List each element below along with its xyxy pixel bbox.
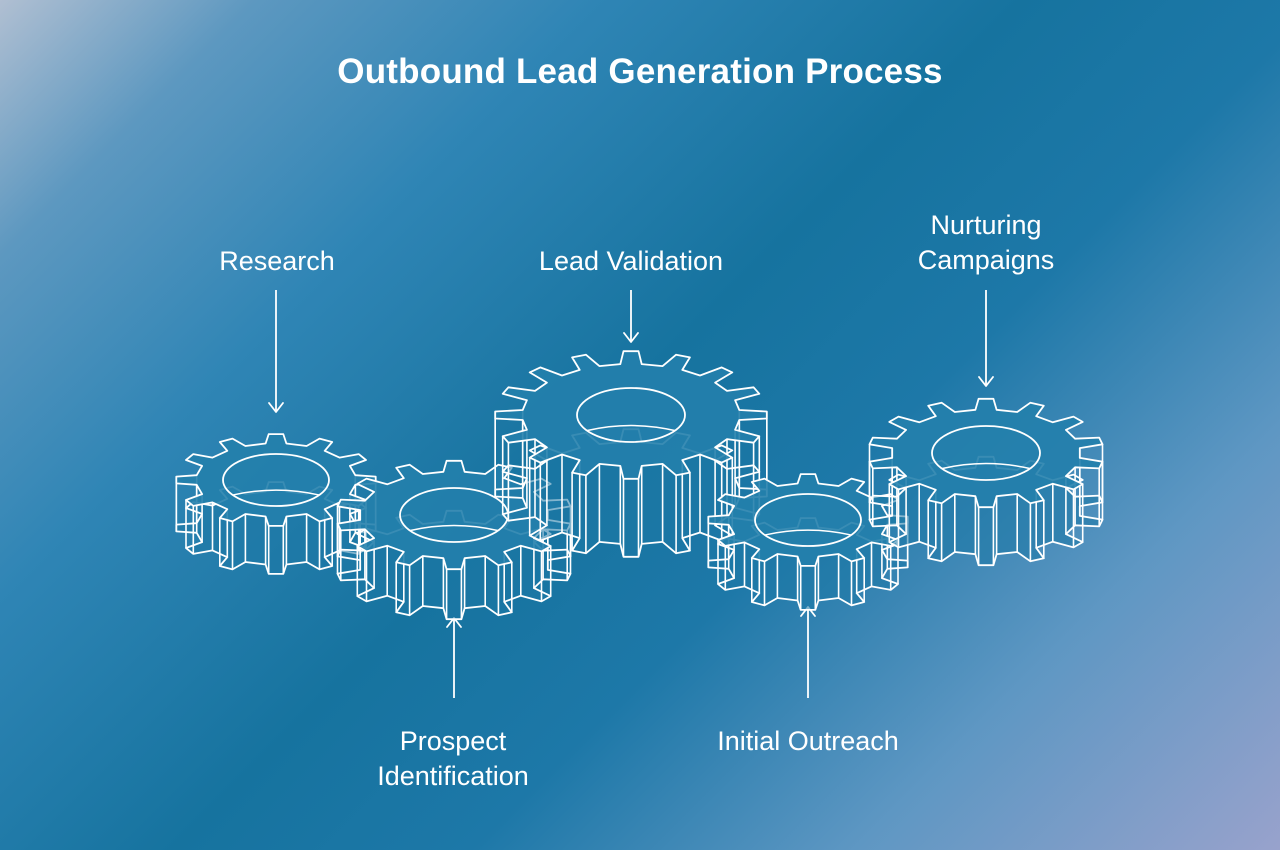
gear-lead-validation-icon bbox=[494, 350, 768, 558]
label-nurturing-line-1: Nurturing bbox=[930, 210, 1042, 240]
arrows-group bbox=[268, 290, 994, 698]
arrow-prospect-identification-icon bbox=[446, 617, 462, 698]
arrow-research-icon bbox=[268, 290, 284, 413]
label-lead-validation-line-1: Lead Validation bbox=[538, 246, 724, 276]
gears-group bbox=[175, 350, 1104, 621]
label-prospect-identification: Prospect Identification bbox=[377, 724, 529, 794]
label-research: Research bbox=[219, 244, 335, 279]
label-nurturing-campaigns: Nurturing Campaigns bbox=[918, 208, 1055, 278]
label-prospect-line-2: Identification bbox=[377, 761, 529, 791]
arrow-nurturing-campaigns-icon bbox=[978, 290, 994, 387]
label-initial-outreach-line-1: Initial Outreach bbox=[717, 726, 899, 756]
gear-nurturing-campaigns-icon bbox=[868, 397, 1104, 567]
label-prospect-line-1: Prospect bbox=[399, 726, 507, 756]
diagram-title: Outbound Lead Generation Process bbox=[337, 52, 943, 91]
arrow-initial-outreach-icon bbox=[800, 606, 816, 698]
gear-initial-outreach-icon bbox=[707, 473, 909, 611]
arrow-lead-validation-icon bbox=[623, 290, 639, 343]
label-lead-validation: Lead Validation bbox=[539, 244, 723, 279]
label-initial-outreach: Initial Outreach bbox=[717, 724, 899, 759]
label-nurturing-line-2: Campaigns bbox=[917, 245, 1055, 275]
label-research-line-1: Research bbox=[219, 246, 335, 276]
